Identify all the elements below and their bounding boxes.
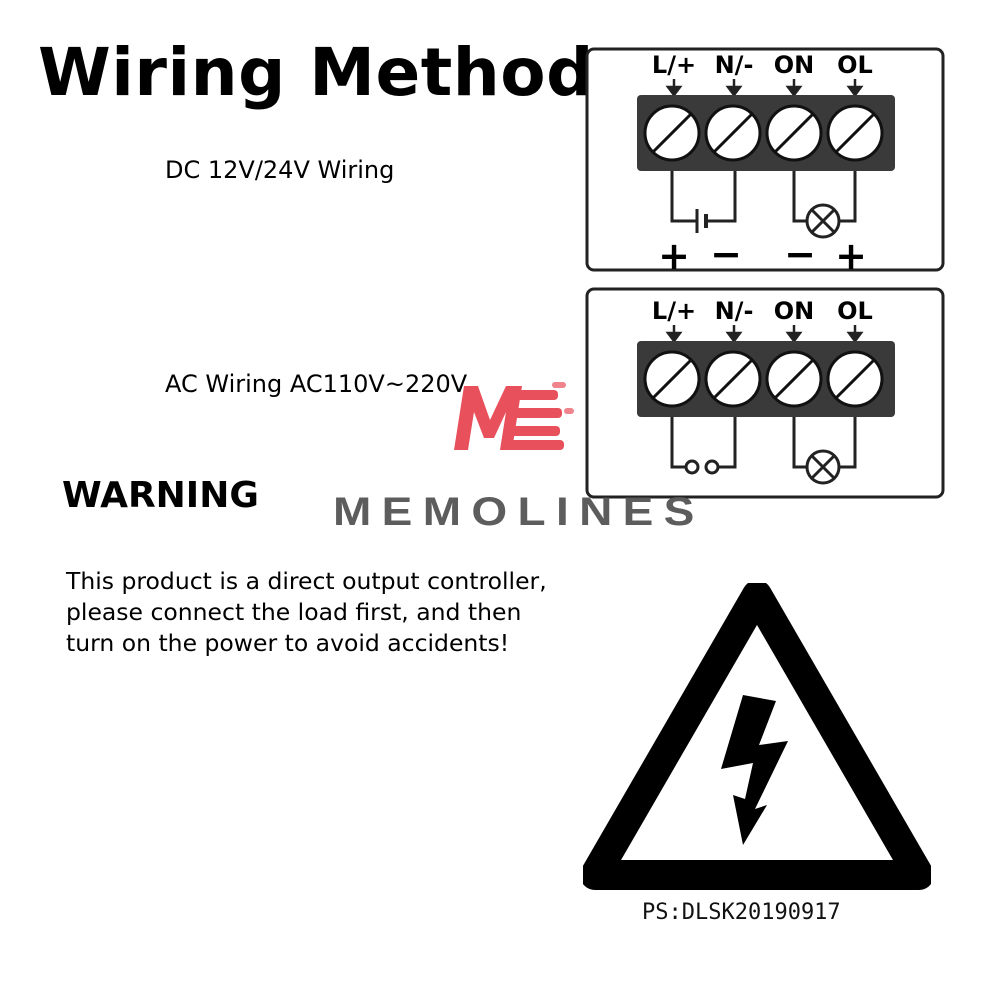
screw-terminal-icon: [643, 350, 884, 408]
warning-line-3: turn on the power to avoid accidents!: [66, 629, 510, 657]
ac-terminal-label-4: OL: [837, 297, 873, 325]
dc-terminal-label-2: N/-: [715, 51, 754, 79]
watermark-text: MEMOLINES: [333, 490, 705, 534]
ac-wiring-diagram: L/+ N/- ON OL: [585, 287, 945, 499]
dc-terminal-label-3: ON: [774, 51, 815, 79]
part-number: PS:DLSK20190917: [642, 900, 841, 925]
ac-terminal-arrows: [665, 325, 864, 344]
ac-terminal-label-1: L/+: [652, 297, 696, 325]
dc-terminal-label-1: L/+: [652, 51, 696, 79]
dc-polarity-2: −: [710, 232, 742, 275]
screw-terminal-icon: [643, 104, 884, 162]
lamp-icon: [792, 171, 857, 239]
ac-wiring-label: AC Wiring AC110V~220V: [165, 370, 468, 398]
high-voltage-warning-icon: [583, 583, 931, 890]
ac-terminal-label-2: N/-: [715, 297, 754, 325]
page-title: Wiring Method: [38, 34, 594, 111]
memolines-logo-icon: [454, 382, 574, 450]
ac-source-icon: [670, 417, 737, 475]
dc-polarity-4: +: [835, 234, 867, 275]
dc-terminal-label-4: OL: [837, 51, 873, 79]
dc-terminal-arrows: [665, 79, 864, 98]
dc-wiring-diagram: L/+ N/- ON OL + − − +: [585, 47, 945, 275]
warning-text: This product is a direct output controll…: [66, 566, 606, 659]
lightning-bolt-icon: [721, 695, 788, 845]
battery-icon: [670, 171, 737, 233]
dc-polarity-1: +: [658, 234, 690, 275]
dc-polarity-3: −: [784, 232, 816, 275]
lamp-icon: [792, 417, 857, 485]
warning-line-1: This product is a direct output controll…: [66, 567, 547, 595]
dc-wiring-label: DC 12V/24V Wiring: [165, 156, 395, 184]
warning-heading: WARNING: [62, 475, 259, 516]
ac-terminal-label-3: ON: [774, 297, 815, 325]
memolines-watermark: MEMOLINES: [330, 378, 700, 534]
warning-line-2: please connect the load first, and then: [66, 598, 522, 626]
